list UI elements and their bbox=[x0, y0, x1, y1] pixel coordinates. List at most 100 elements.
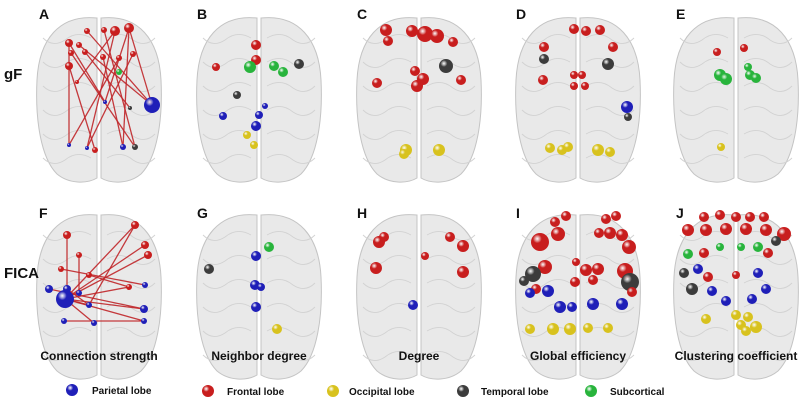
node-frontal-f bbox=[131, 221, 139, 229]
node-frontal-i bbox=[550, 217, 560, 227]
gyrus-line bbox=[202, 58, 252, 68]
legend-swatch-frontal bbox=[202, 385, 214, 397]
node-temporal-d bbox=[539, 54, 549, 64]
connection-edge-f bbox=[88, 224, 136, 306]
node-frontal-d bbox=[608, 42, 618, 52]
node-parietal-i bbox=[587, 298, 599, 310]
gyrus-line bbox=[42, 130, 92, 140]
node-frontal-a bbox=[116, 55, 122, 61]
node-occipital-j bbox=[731, 310, 741, 320]
legend-label-parietal: Parietal lobe bbox=[92, 386, 152, 397]
gyrus-line bbox=[362, 106, 412, 116]
node-subcortical-j bbox=[753, 242, 763, 252]
legend-label-temporal: Temporal lobe bbox=[481, 387, 549, 398]
connection-edge-f bbox=[64, 298, 145, 310]
node-frontal-a bbox=[92, 147, 98, 153]
node-frontal-b bbox=[251, 40, 261, 50]
panel-letter-e: E bbox=[676, 6, 685, 22]
row-label-fica: FICA bbox=[4, 265, 39, 282]
node-frontal-i bbox=[588, 275, 598, 285]
node-frontal-d bbox=[578, 71, 586, 79]
node-subcortical-j bbox=[737, 243, 745, 251]
gyrus-line bbox=[426, 351, 476, 361]
brain-outline-c bbox=[356, 17, 482, 183]
legend-label-subcortical: Subcortical bbox=[610, 387, 665, 398]
node-frontal-a bbox=[75, 80, 79, 84]
node-subcortical-g bbox=[264, 242, 274, 252]
gyrus-line bbox=[42, 351, 92, 361]
legend-label-occipital: Occipital lobe bbox=[349, 387, 415, 398]
gyrus-line bbox=[42, 154, 92, 164]
node-frontal-h bbox=[421, 252, 429, 260]
connection-edge-a bbox=[78, 44, 153, 106]
node-frontal-h bbox=[445, 232, 455, 242]
node-subcortical-e bbox=[744, 63, 752, 71]
panel-letter-d: D bbox=[516, 6, 526, 22]
node-occipital-j bbox=[701, 314, 711, 324]
gyrus-line bbox=[202, 154, 252, 164]
node-occipital-b bbox=[243, 131, 251, 139]
node-parietal-j bbox=[747, 294, 757, 304]
gyrus-line bbox=[743, 130, 793, 140]
hemisphere bbox=[673, 17, 735, 183]
node-frontal-i bbox=[580, 264, 592, 276]
gyrus-line bbox=[521, 351, 571, 361]
gyrus-line bbox=[42, 106, 92, 116]
node-parietal-g bbox=[251, 302, 261, 312]
gyrus-line bbox=[266, 130, 316, 140]
node-frontal-d bbox=[570, 71, 578, 79]
node-frontal-j bbox=[760, 224, 772, 236]
gyrus-line bbox=[679, 303, 729, 313]
connection-edge-a bbox=[68, 57, 120, 146]
node-frontal-j bbox=[703, 272, 713, 282]
connection-edge-a bbox=[86, 53, 134, 149]
node-parietal-h bbox=[408, 300, 418, 310]
node-frontal-h bbox=[457, 240, 469, 252]
gyrus-line bbox=[202, 82, 252, 92]
gyrus-line bbox=[106, 351, 156, 361]
gyrus-line bbox=[743, 82, 793, 92]
gyrus-line bbox=[521, 279, 571, 289]
node-frontal-f bbox=[58, 266, 64, 272]
gyrus-line bbox=[426, 154, 476, 164]
gyrus-line bbox=[106, 58, 156, 68]
gyrus-line bbox=[679, 34, 729, 44]
brain-nodes bbox=[45, 23, 791, 336]
node-parietal-i bbox=[567, 302, 577, 312]
node-frontal-a bbox=[68, 50, 74, 56]
node-parietal-a bbox=[67, 143, 71, 147]
gyrus-line bbox=[202, 303, 252, 313]
hemisphere bbox=[260, 17, 322, 183]
node-frontal-j bbox=[682, 224, 694, 236]
connection-edge-a bbox=[70, 52, 136, 148]
connection-edge-f bbox=[66, 288, 90, 306]
node-occipital-j bbox=[743, 312, 753, 322]
gyrus-line bbox=[106, 327, 156, 337]
gyrus-line bbox=[743, 106, 793, 116]
node-temporal-i bbox=[519, 276, 529, 286]
gyrus-line bbox=[362, 255, 412, 265]
gyrus-line bbox=[585, 82, 635, 92]
node-frontal-j bbox=[700, 224, 712, 236]
node-occipital-i bbox=[564, 323, 576, 335]
column-label-clustering-coefficient: Clustering coefficient bbox=[675, 349, 798, 363]
gyrus-line bbox=[679, 327, 729, 337]
panel-letter-h: H bbox=[357, 205, 367, 221]
gyrus-line bbox=[362, 327, 412, 337]
node-occipital-e bbox=[717, 143, 725, 151]
node-parietal-b bbox=[219, 112, 227, 120]
node-frontal-e bbox=[740, 44, 748, 52]
gyrus-line bbox=[521, 34, 571, 44]
node-parietal-g bbox=[257, 283, 265, 291]
node-frontal-j bbox=[763, 248, 773, 258]
node-occipital-g bbox=[272, 324, 282, 334]
node-temporal-j bbox=[679, 268, 689, 278]
node-frontal-d bbox=[595, 25, 605, 35]
gyrus-line bbox=[106, 130, 156, 140]
node-parietal-d bbox=[621, 101, 633, 113]
panel-letter-a: A bbox=[39, 6, 49, 22]
node-parietal-j bbox=[707, 286, 717, 296]
hemisphere bbox=[737, 17, 799, 183]
brain-outline-b bbox=[196, 17, 322, 183]
node-subcortical-b bbox=[278, 67, 288, 77]
